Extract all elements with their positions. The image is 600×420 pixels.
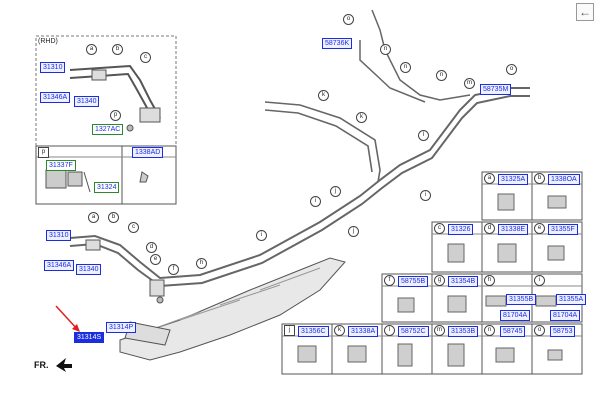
callout-b: b xyxy=(108,212,119,223)
part-31310[interactable]: 31310 xyxy=(46,230,72,241)
part-31346a-rhd[interactable]: 31346A xyxy=(40,92,71,103)
back-arrow-icon[interactable]: ← xyxy=(576,3,594,21)
cell-l-key: l xyxy=(384,325,395,336)
callout-a-rhd: a xyxy=(86,44,97,55)
part-31355f[interactable]: 31355F xyxy=(548,224,578,235)
part-31346a[interactable]: 31346A xyxy=(44,260,75,271)
callout-n-top: n xyxy=(380,44,391,55)
callout-p-rhd: p xyxy=(110,110,121,121)
part-31338a[interactable]: 31338A xyxy=(348,326,379,337)
callout-f: f xyxy=(168,264,179,275)
callout-b-rhd: b xyxy=(112,44,123,55)
part-31325a[interactable]: 31325A xyxy=(498,174,529,185)
part-31337f[interactable]: 31337F xyxy=(46,160,76,171)
callout-i-mid: i xyxy=(420,190,431,201)
callout-k-2: k xyxy=(356,112,367,123)
part-31314s-highlighted[interactable]: 31314S xyxy=(74,332,105,343)
part-31340-rhd[interactable]: 31340 xyxy=(74,96,100,107)
part-31338e[interactable]: 31338E xyxy=(498,224,529,235)
callout-k: k xyxy=(318,90,329,101)
callout-e: e xyxy=(150,254,161,265)
cell-g-key: g xyxy=(434,275,445,286)
part-31354b[interactable]: 31354B xyxy=(448,276,479,287)
part-31356c[interactable]: 31356C xyxy=(298,326,329,337)
cell-c-key: c xyxy=(434,223,445,234)
callout-d: d xyxy=(146,242,157,253)
part-58755b[interactable]: 58755B xyxy=(398,276,429,287)
part-81704a-i[interactable]: 81704A xyxy=(550,310,581,321)
part-1327ac[interactable]: 1327AC xyxy=(92,124,124,135)
rhd-label: (RHD) xyxy=(38,38,58,45)
cell-b-key: b xyxy=(534,173,545,184)
part-31326[interactable]: 31326 xyxy=(448,224,474,235)
part-1338ad[interactable]: 1338AD xyxy=(132,147,164,158)
cell-i-key: i xyxy=(534,275,545,286)
callout-l: l xyxy=(418,130,429,141)
callout-m: m xyxy=(464,78,475,89)
callout-i-2: i xyxy=(310,196,321,207)
callout-a: a xyxy=(88,212,99,223)
cell-k-key: k xyxy=(334,325,345,336)
callout-n-2: n xyxy=(400,62,411,73)
part-58753[interactable]: 58753 xyxy=(550,326,576,337)
part-1338oa[interactable]: 1338OA xyxy=(548,174,580,185)
cell-m-key: m xyxy=(434,325,445,336)
callout-c-rhd: c xyxy=(140,52,151,63)
part-58745[interactable]: 58745 xyxy=(500,326,526,337)
callout-o: o xyxy=(343,14,354,25)
callout-j-2: j xyxy=(348,226,359,237)
cell-h-key: h xyxy=(484,275,495,286)
cell-j-key: j xyxy=(284,325,295,336)
part-58736k[interactable]: 58736K xyxy=(322,38,353,49)
cell-e-key: e xyxy=(534,223,545,234)
part-31355a[interactable]: 31355A xyxy=(556,294,587,305)
part-31310-rhd[interactable]: 31310 xyxy=(40,62,66,73)
cell-n-key: n xyxy=(484,325,495,336)
part-31314p[interactable]: 31314P xyxy=(106,322,137,333)
cell-d-key: d xyxy=(484,223,495,234)
callout-h: h xyxy=(196,258,207,269)
part-58752c[interactable]: 58752C xyxy=(398,326,429,337)
part-31324[interactable]: 31324 xyxy=(94,182,120,193)
cell-a-key: a xyxy=(484,173,495,184)
part-31340[interactable]: 31340 xyxy=(76,264,102,275)
part-58735m[interactable]: 58735M xyxy=(480,84,512,95)
front-indicator: FR. xyxy=(34,360,49,370)
callout-n-3: n xyxy=(436,70,447,81)
callout-c: c xyxy=(128,222,139,233)
part-31353b[interactable]: 31353B xyxy=(448,326,479,337)
part-81704a-h[interactable]: 81704A xyxy=(500,310,531,321)
callout-i-3: i xyxy=(256,230,267,241)
callout-j: j xyxy=(330,186,341,197)
callout-o-2: o xyxy=(506,64,517,75)
part-31355b[interactable]: 31355B xyxy=(506,294,537,305)
cell-o-key: o xyxy=(534,325,545,336)
detail-p-key: p xyxy=(38,147,49,158)
cell-f-key: f xyxy=(384,275,395,286)
